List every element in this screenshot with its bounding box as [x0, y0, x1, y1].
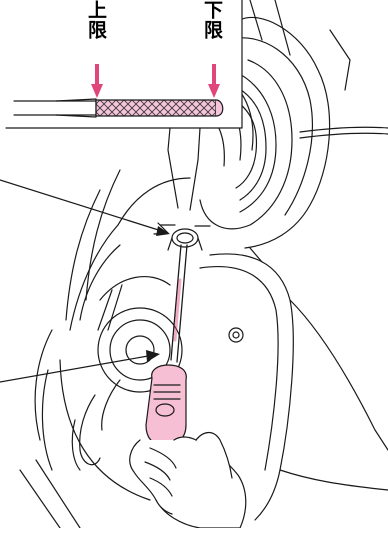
engine-body [19, 0, 388, 529]
lower-limit-arrow [208, 64, 220, 98]
upper-limit-label: 上限 [85, 0, 107, 40]
lower-limit-label: 下限 [201, 0, 223, 40]
dipstick-grip [145, 364, 187, 446]
oil-filler-hole [159, 224, 211, 251]
leader-lines [0, 179, 170, 383]
hand [129, 431, 247, 529]
upper-limit-arrow [91, 64, 103, 98]
gauge-inset [5, 0, 243, 211]
dipstick [170, 244, 188, 363]
